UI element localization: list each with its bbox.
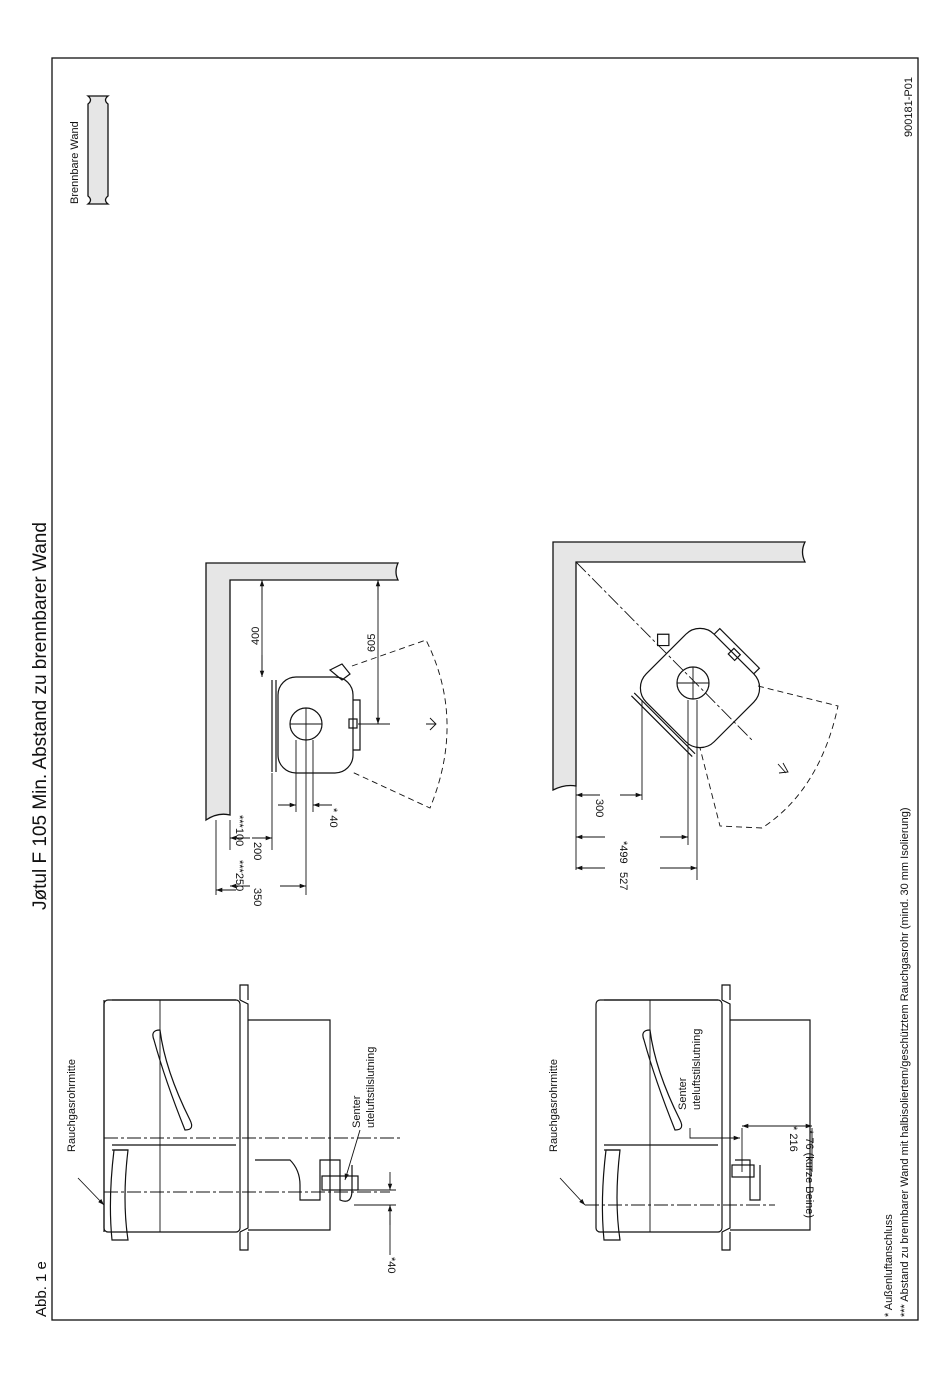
handle-slot	[152, 1029, 193, 1131]
stove-leg	[239, 984, 249, 1000]
corner-diagonal	[575, 561, 753, 741]
footnote-insulated-pipe: *** Abstand zu brennbarer Wand mit halbi…	[899, 808, 911, 1318]
dim-400: 400	[250, 627, 262, 645]
dim-200: 200	[251, 842, 263, 860]
side-view-top: Rauchgasrohrmitte Senter uteluftstilslut…	[66, 984, 400, 1274]
drawing-title: Jøtul F 105 Min. Abstand zu brennbarer W…	[30, 522, 51, 910]
air-center-label-top-2: uteluftstilslutning	[365, 1047, 377, 1128]
air-center-label-bottom-1: Senter	[677, 1077, 689, 1110]
air-center-label-top-1: Senter	[351, 1095, 363, 1128]
dim-40-top: *40	[385, 1257, 397, 1274]
flue-center-label-bottom: Rauchgasrohrmitte	[548, 1059, 560, 1152]
dim-350: 350	[251, 888, 263, 906]
door-swing-arc	[351, 639, 448, 809]
stove-lid	[109, 1149, 129, 1241]
stove-plan-corner	[630, 627, 761, 758]
drawing-number: 900181-P01	[903, 77, 915, 137]
dim-300: 300	[593, 799, 605, 817]
dim-40-plan: * 40	[327, 808, 339, 828]
dim-216: * 216	[787, 1126, 799, 1152]
stove-body-bottom	[595, 999, 723, 1233]
handle-slot-bottom	[642, 1029, 683, 1131]
legend: Brennbare Wand	[69, 95, 110, 205]
legend-label: Brennbare Wand	[69, 121, 81, 204]
dim-76: * 76 (kurze Beine)	[803, 1130, 815, 1218]
page-border	[51, 57, 919, 1321]
dim-527: 527	[617, 872, 629, 890]
side-view-bottom: Rauchgasrohrmitte Senter uteluftstilslut…	[548, 984, 815, 1251]
legend-swatch	[86, 95, 110, 205]
flue-collar	[112, 999, 236, 1146]
flue-center-label-top: Rauchgasrohrmitte	[66, 1059, 78, 1152]
footnote-outside-air: * Außenluftanschluss	[883, 1214, 895, 1317]
plan-view-corner: 300 *499 527	[552, 541, 839, 890]
combustible-wall-parallel	[205, 562, 400, 822]
combustible-wall-corner	[552, 541, 807, 792]
door-swing-arc-corner	[699, 685, 839, 829]
plan-view-parallel: 400 605 * 40 ***100 200 ***250 350	[205, 562, 448, 906]
air-center-label-bottom-2: uteluftstilslutning	[691, 1029, 703, 1110]
dim-605: 605	[366, 634, 378, 652]
dim-499: *499	[617, 841, 629, 864]
air-connector	[255, 1159, 353, 1202]
dim-100: ***100	[233, 815, 245, 846]
stove-plan-parallel	[277, 676, 354, 774]
figure-label: Abb. 1 e	[33, 1261, 50, 1317]
dim-250: ***250	[233, 860, 245, 891]
air-connector-bottom	[735, 1159, 761, 1201]
